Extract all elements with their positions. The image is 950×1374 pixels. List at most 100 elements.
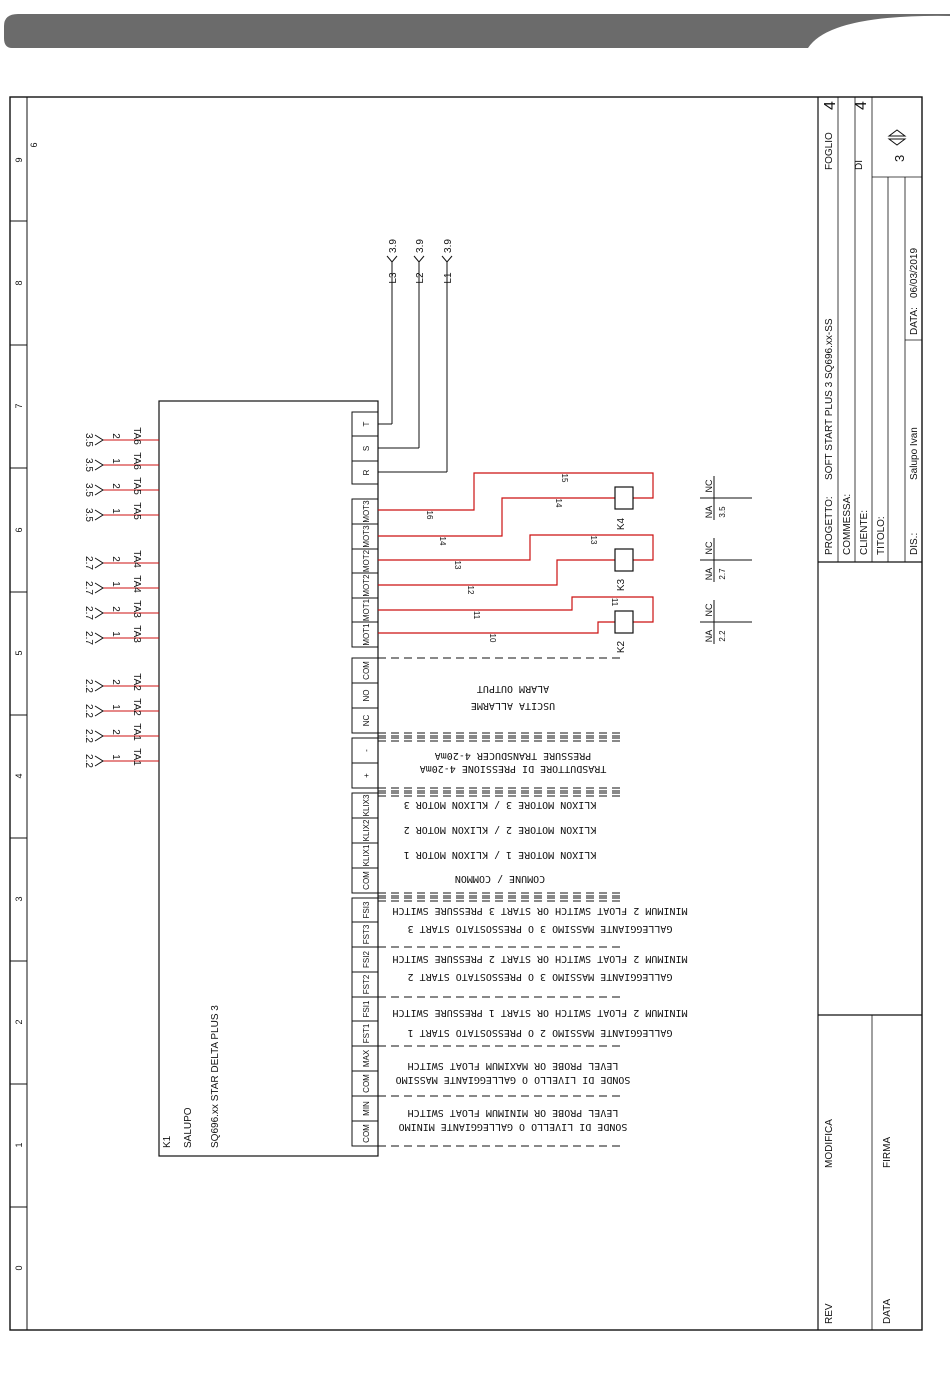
ct-pin: 1 <box>110 458 121 464</box>
ct-arrow-icon <box>94 509 104 521</box>
ct-arrow-icon <box>94 755 104 767</box>
terminal-label: COM <box>362 1074 371 1093</box>
ruler-number: 6 <box>14 527 24 532</box>
aux-sheet: 2.7 <box>718 568 727 580</box>
terminal-label: MOT3 <box>362 525 371 548</box>
supply-line-ref: 3.9 <box>415 239 426 253</box>
ct-name: TA1 <box>131 723 142 741</box>
sheet-nav-arrows-icon[interactable] <box>887 129 907 146</box>
start-label: GALLEGGIANTE MASSIMO 3 O PRESSOSTATO STA… <box>408 923 673 934</box>
ct-ref: 3.5 <box>83 508 94 522</box>
dis-value: Salupo Ivan <box>909 427 920 480</box>
aux-nc: NC <box>704 541 714 554</box>
header-bar <box>4 14 950 48</box>
progetto-label: PROGETTO: <box>824 496 835 555</box>
device-brand: SALUPO <box>183 1107 194 1148</box>
ct-pin: 2 <box>110 483 121 489</box>
ct-pin: 1 <box>110 508 121 514</box>
level-max-it: SONDE DI LIVELLO O GALLEGGIANTE MASSIMO <box>396 1074 631 1085</box>
modifica-label: MODIFICA <box>824 1119 835 1168</box>
alarm-label-en: ALARM OUTPUT <box>477 683 549 694</box>
terminal-cell <box>351 1120 379 1147</box>
ct-arrow-icon <box>94 582 104 594</box>
ct-pin: 1 <box>110 581 121 587</box>
terminal-label: FSI2 <box>362 951 371 968</box>
ct-ref: 3.5 <box>83 483 94 497</box>
supply-arrow-icon <box>441 255 453 263</box>
ct-arrow-icon <box>94 730 104 742</box>
terminal-label: MOT3 <box>362 500 371 523</box>
foglio-label: FOGLIO <box>824 132 835 170</box>
terminal-label: KLIX3 <box>362 794 371 816</box>
terminal-label: T <box>362 421 371 426</box>
terminal-label: KLIX1 <box>362 844 371 866</box>
start-label: MINIMUM 2 FLOAT SWITCH OR START 2 PRESSU… <box>392 953 687 964</box>
di-value: 4 <box>853 101 870 110</box>
wire-number: 16 <box>425 511 434 520</box>
titolo-label: TITOLO: <box>876 516 887 555</box>
wire-number: 14 <box>554 499 563 508</box>
wire-number: 11 <box>472 611 481 620</box>
wire-number: 13 <box>589 536 598 545</box>
ct-ref: 2.7 <box>83 631 94 645</box>
cliente-label: CLIENTE: <box>859 510 870 555</box>
ct-name: TA5 <box>131 477 142 495</box>
progetto-value: SOFT START PLUS 3 SQ696.xx-SS <box>824 318 835 480</box>
ct-ref: 2.2 <box>83 754 94 768</box>
terminal-cell <box>351 621 379 648</box>
terminal-label: + <box>362 773 371 778</box>
ct-pin: 2 <box>110 433 121 439</box>
ruler-ticks <box>10 220 27 1208</box>
terminal-label: NO <box>362 690 371 702</box>
aux-na: NA <box>704 506 714 519</box>
ct-arrow-icon <box>94 557 104 569</box>
terminal-label: MIN <box>362 1101 371 1116</box>
ct-name: TA4 <box>131 575 142 593</box>
sheet-border <box>9 96 923 1331</box>
klixon-label: KLIXON MOTORE 3 / KLIXON MOTOR 3 <box>404 799 597 810</box>
aux-sheet: 3.5 <box>718 506 727 518</box>
device-ref: K1 <box>162 1135 173 1148</box>
ct-name: TA1 <box>131 748 142 766</box>
di-label: DI <box>854 160 865 170</box>
ct-pin: 1 <box>110 704 121 710</box>
supply-line-ref: 3.9 <box>443 239 454 253</box>
klixon-label: COMUNE / COMMON <box>455 873 545 884</box>
terminal-label: FST2 <box>362 974 371 994</box>
klixon-label: KLIXON MOTORE 2 / KLIXON MOTOR 2 <box>404 824 597 835</box>
ruler-number: 7 <box>14 403 24 408</box>
terminal-label: COM <box>362 661 371 680</box>
prev-sheet-number: 3 <box>892 155 907 162</box>
level-min-en: LEVEL PROBE OR MINIMUM FLOAT SWITCH <box>408 1107 619 1118</box>
ct-arrow-icon <box>94 434 104 446</box>
header-tab-shape <box>4 14 950 48</box>
supply-line-name: L2 <box>415 272 426 284</box>
ct-arrow-icon <box>94 705 104 717</box>
wire-number: 15 <box>560 474 569 483</box>
ct-ref: 2.7 <box>83 556 94 570</box>
motor-wire <box>378 497 615 537</box>
ct-name: TA2 <box>131 673 142 691</box>
terminal-strip: TSRMOT3MOT3MOT2MOT2MOT1MOT1COMNONC-+KLIX… <box>351 411 379 1147</box>
ct-name: TA6 <box>131 427 142 445</box>
terminal-cell <box>351 762 379 789</box>
contactor-ref: K4 <box>616 517 627 530</box>
device-model: SQ696.xx STAR DELTA PLUS 3 <box>210 1005 221 1148</box>
terminal-label: FST1 <box>362 1023 371 1043</box>
ct-arrow-icon <box>94 632 104 644</box>
controller-box <box>158 400 379 1157</box>
ct-name: TA6 <box>131 452 142 470</box>
level-min-it: SONDE DI LIVELLO O GALLEGGIANTE MINIMO <box>399 1121 628 1132</box>
ct-arrow-icon <box>94 484 104 496</box>
ct-arrow-icon <box>94 459 104 471</box>
aux-nc: NC <box>704 479 714 492</box>
ruler-number: 3 <box>14 896 24 901</box>
motor-wire <box>378 596 654 623</box>
terminal-label: MOT2 <box>362 549 371 572</box>
ruler-number: 8 <box>14 280 24 285</box>
ct-pin: 2 <box>110 679 121 685</box>
